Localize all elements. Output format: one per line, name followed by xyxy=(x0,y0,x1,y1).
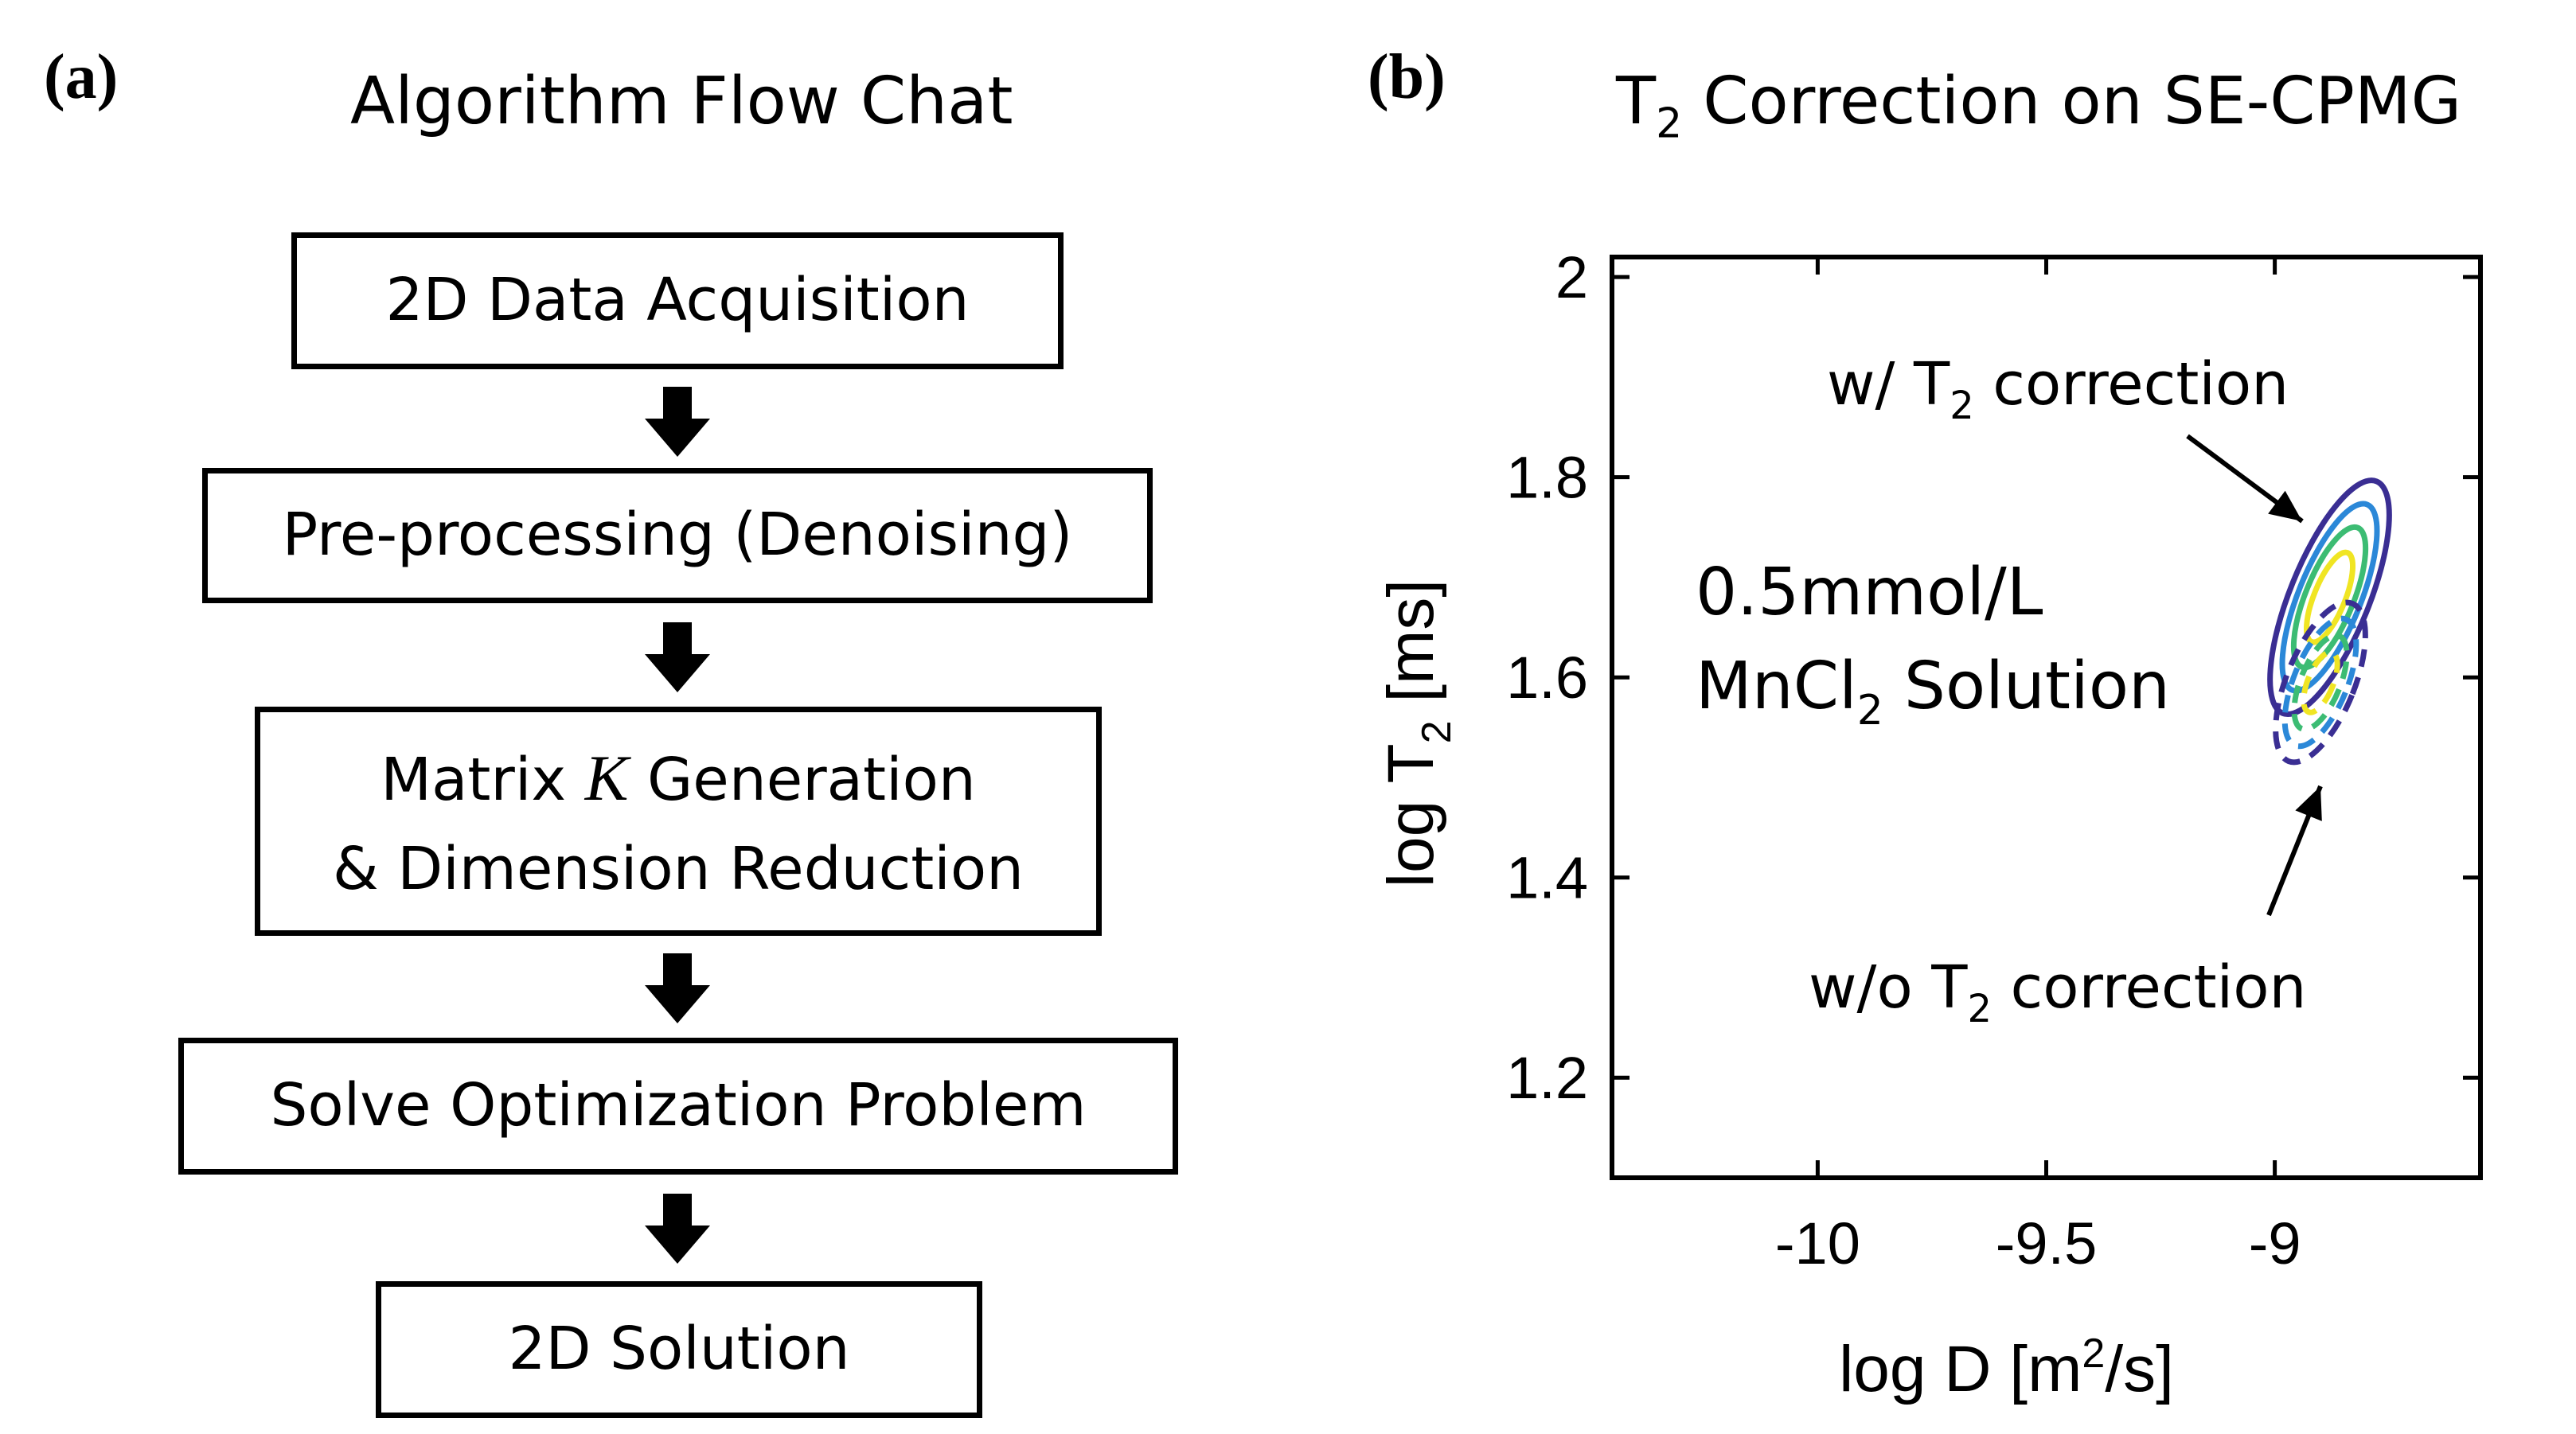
flow-step-label: Pre-processing (Denoising) xyxy=(282,501,1073,570)
sample-concentration-text: 0.5mmol/L xyxy=(1696,555,2043,630)
panel-b-label: (b) xyxy=(1368,42,1446,112)
annotation-without-correction: w/o T2 correction xyxy=(1809,953,2306,1031)
x-tick-label: -10 xyxy=(1775,1210,1860,1276)
flow-step-preprocessing: Pre-processing (Denoising) xyxy=(202,468,1153,603)
panel-a-label: (a) xyxy=(44,42,119,112)
contour-without-correction-level-0 xyxy=(2273,599,2368,766)
sample-solution-text: MnCl2 Solution xyxy=(1696,649,2170,735)
y-tick-label: 1.6 xyxy=(1506,645,1588,711)
contour-without-correction-level-1 xyxy=(2281,615,2359,750)
flow-step-label: Matrix K Generation xyxy=(381,741,976,814)
contour-without-correction-level-2 xyxy=(2291,632,2350,733)
contour-with-correction-level-3 xyxy=(2304,549,2356,645)
flow-step-label: 2D Data Acquisition xyxy=(385,266,970,335)
chart-title: T2 Correction on SE-CPMG xyxy=(1616,64,2462,148)
contour-with-correction-level-0 xyxy=(2267,477,2392,718)
contour-without-correction-level-3 xyxy=(2301,649,2340,715)
arrow-to-corrected-head-icon xyxy=(2268,490,2302,521)
flow-step-solution: 2D Solution xyxy=(376,1281,982,1418)
flow-step-label-line2: & Dimension Reduction xyxy=(332,834,1025,903)
y-tick-label: 2 xyxy=(1555,244,1588,310)
flowchart-title: Algorithm Flow Chat xyxy=(350,64,1013,139)
y-tick-label: 1.8 xyxy=(1506,445,1588,511)
y-tick-label: 1.2 xyxy=(1506,1045,1588,1111)
x-tick-label: -9 xyxy=(2249,1210,2301,1276)
flow-step-matrix-generation: Matrix K Generation & Dimension Reductio… xyxy=(255,707,1102,936)
flow-step-solve-optimization: Solve Optimization Problem xyxy=(178,1038,1178,1175)
x-axis-label: log D [m2/s] xyxy=(1839,1331,2174,1405)
flow-step-label: Solve Optimization Problem xyxy=(270,1071,1087,1140)
annotation-with-correction: w/ T2 correction xyxy=(1827,350,2289,428)
contour-with-correction-level-1 xyxy=(2279,501,2380,694)
arrow-to-uncorrected-head-icon xyxy=(2295,786,2322,821)
x-tick-label: -9.5 xyxy=(1996,1210,2098,1276)
y-tick-label: 1.4 xyxy=(1506,845,1588,911)
flow-step-data-acquisition: 2D Data Acquisition xyxy=(291,232,1064,369)
y-axis-label: log T2 [ms] xyxy=(1375,579,1460,887)
flow-step-label: 2D Solution xyxy=(508,1315,850,1384)
